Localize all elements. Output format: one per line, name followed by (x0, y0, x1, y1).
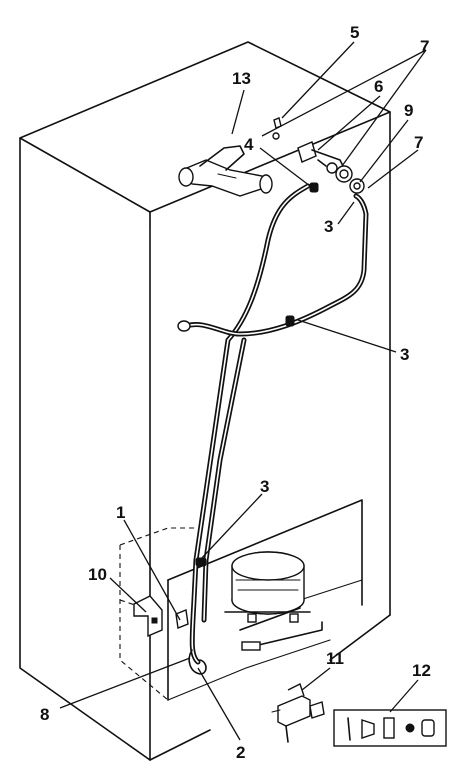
callout-8: 8 (40, 705, 49, 724)
fill-tube-elbow (178, 145, 273, 197)
water-valve (271, 683, 325, 743)
callout-12: 12 (412, 661, 431, 680)
callout-7-top: 7 (420, 37, 429, 56)
compressor (224, 551, 323, 651)
callout-1: 1 (116, 503, 125, 522)
valve-connector (175, 609, 189, 629)
callout-9: 9 (404, 101, 413, 120)
callout-13: 13 (232, 69, 251, 88)
callout-10: 10 (88, 565, 107, 584)
callout-11: 11 (326, 649, 344, 668)
valve-assembly (272, 117, 365, 194)
compressor-compartment (119, 499, 363, 701)
mounting-bracket (133, 595, 163, 638)
callout-4: 4 (244, 135, 254, 154)
callout-5: 5 (350, 23, 359, 42)
callout-3-lower: 3 (260, 477, 269, 496)
callout-3-middle: 3 (400, 345, 409, 364)
callout-labels: 13 5 6 7 9 7 4 3 3 3 1 10 8 2 11 12 (40, 23, 431, 762)
callout-7-lower: 7 (414, 133, 423, 152)
callout-3-right: 3 (324, 217, 333, 236)
callout-2: 2 (236, 743, 245, 762)
callout-6: 6 (374, 77, 383, 96)
water-line-tubing (177, 182, 369, 675)
refrigerator-cabinet (19, 41, 391, 761)
callout-leaders (59, 41, 427, 741)
parts-kit-card (333, 709, 447, 747)
